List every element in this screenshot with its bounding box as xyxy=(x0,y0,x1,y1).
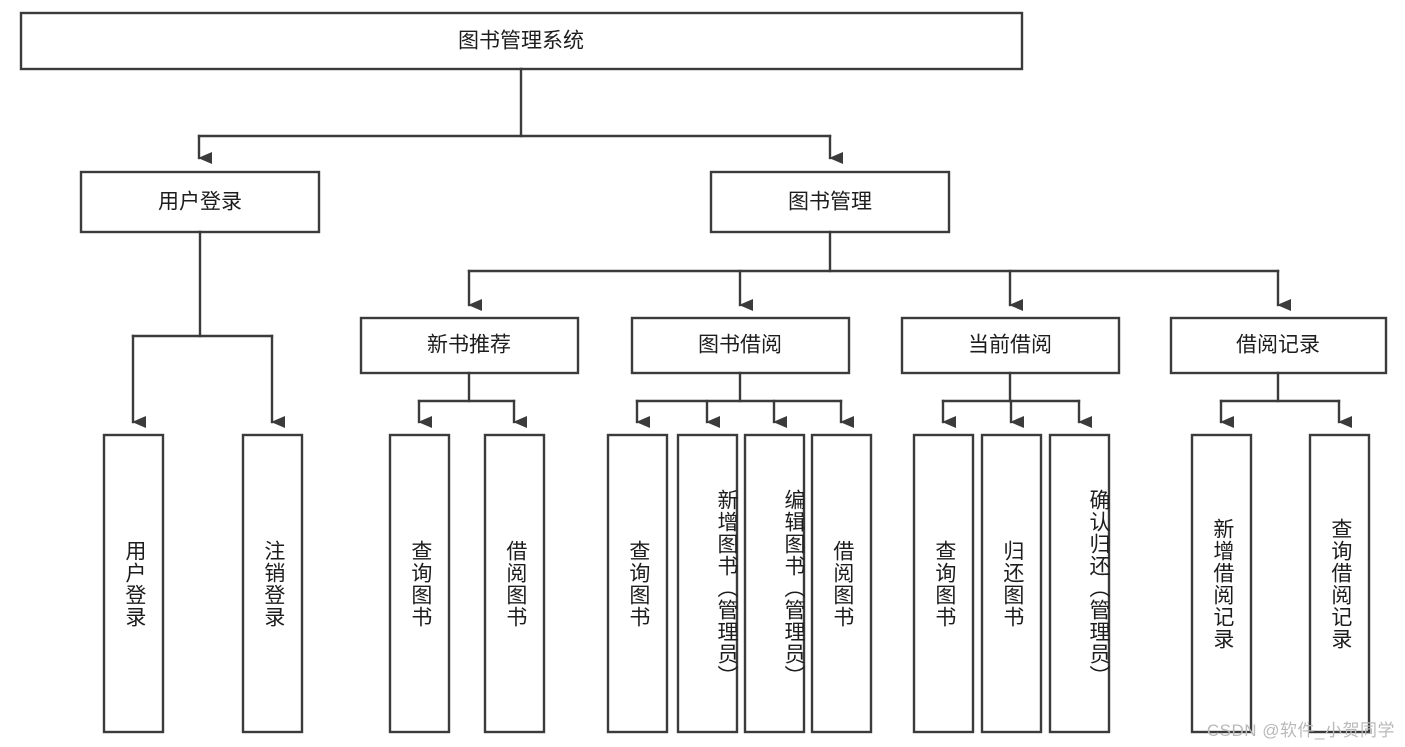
node-book-borrow-label: 图书借阅 xyxy=(698,334,782,357)
leaf-box-user-logout[interactable] xyxy=(241,433,304,734)
connector-new-book-recommend-children xyxy=(417,371,527,428)
leaf-box-query-book-3[interactable] xyxy=(912,433,975,734)
node-user-login-label: 用户登录 xyxy=(158,191,242,214)
connector-current-borrow-children xyxy=(941,371,1092,428)
leaf-box-return-book[interactable] xyxy=(980,433,1043,734)
connector-user-login-children xyxy=(131,230,285,428)
leaf-box-add-book[interactable] xyxy=(676,433,739,734)
leaf-box-user-login[interactable] xyxy=(102,433,165,734)
leaf-box-borrow-book-2[interactable] xyxy=(810,433,873,734)
node-borrow-record-label: 借阅记录 xyxy=(1236,334,1320,357)
node-root-label: 图书管理系统 xyxy=(458,30,584,53)
leaf-box-query-book-2[interactable] xyxy=(606,433,669,734)
node-root[interactable]: 图书管理系统 xyxy=(19,11,1024,71)
node-new-book-recommend-label: 新书推荐 xyxy=(427,334,511,357)
leaf-box-query-book-1[interactable] xyxy=(388,433,451,734)
connector-book-manage-children xyxy=(467,230,1291,311)
node-book-borrow[interactable]: 图书借阅 xyxy=(630,316,851,375)
node-borrow-record[interactable]: 借阅记录 xyxy=(1169,316,1388,375)
leaf-box-edit-book[interactable] xyxy=(743,433,806,734)
node-current-borrow[interactable]: 当前借阅 xyxy=(900,316,1121,375)
leaf-box-borrow-book-1[interactable] xyxy=(483,433,546,734)
connector-root-bus xyxy=(197,67,843,164)
connector-borrow-record-children xyxy=(1219,371,1352,428)
node-current-borrow-label: 当前借阅 xyxy=(968,334,1052,357)
connector-book-borrow-children xyxy=(635,371,854,428)
node-user-login[interactable]: 用户登录 xyxy=(79,170,321,234)
leaf-box-add-record[interactable] xyxy=(1190,433,1253,734)
leaf-box-query-record[interactable] xyxy=(1308,433,1371,734)
leaf-boxes xyxy=(102,433,1371,734)
node-book-manage[interactable]: 图书管理 xyxy=(709,170,951,234)
node-new-book-recommend[interactable]: 新书推荐 xyxy=(359,316,580,375)
leaf-box-confirm-return[interactable] xyxy=(1048,433,1111,734)
node-book-manage-label: 图书管理 xyxy=(788,191,872,214)
